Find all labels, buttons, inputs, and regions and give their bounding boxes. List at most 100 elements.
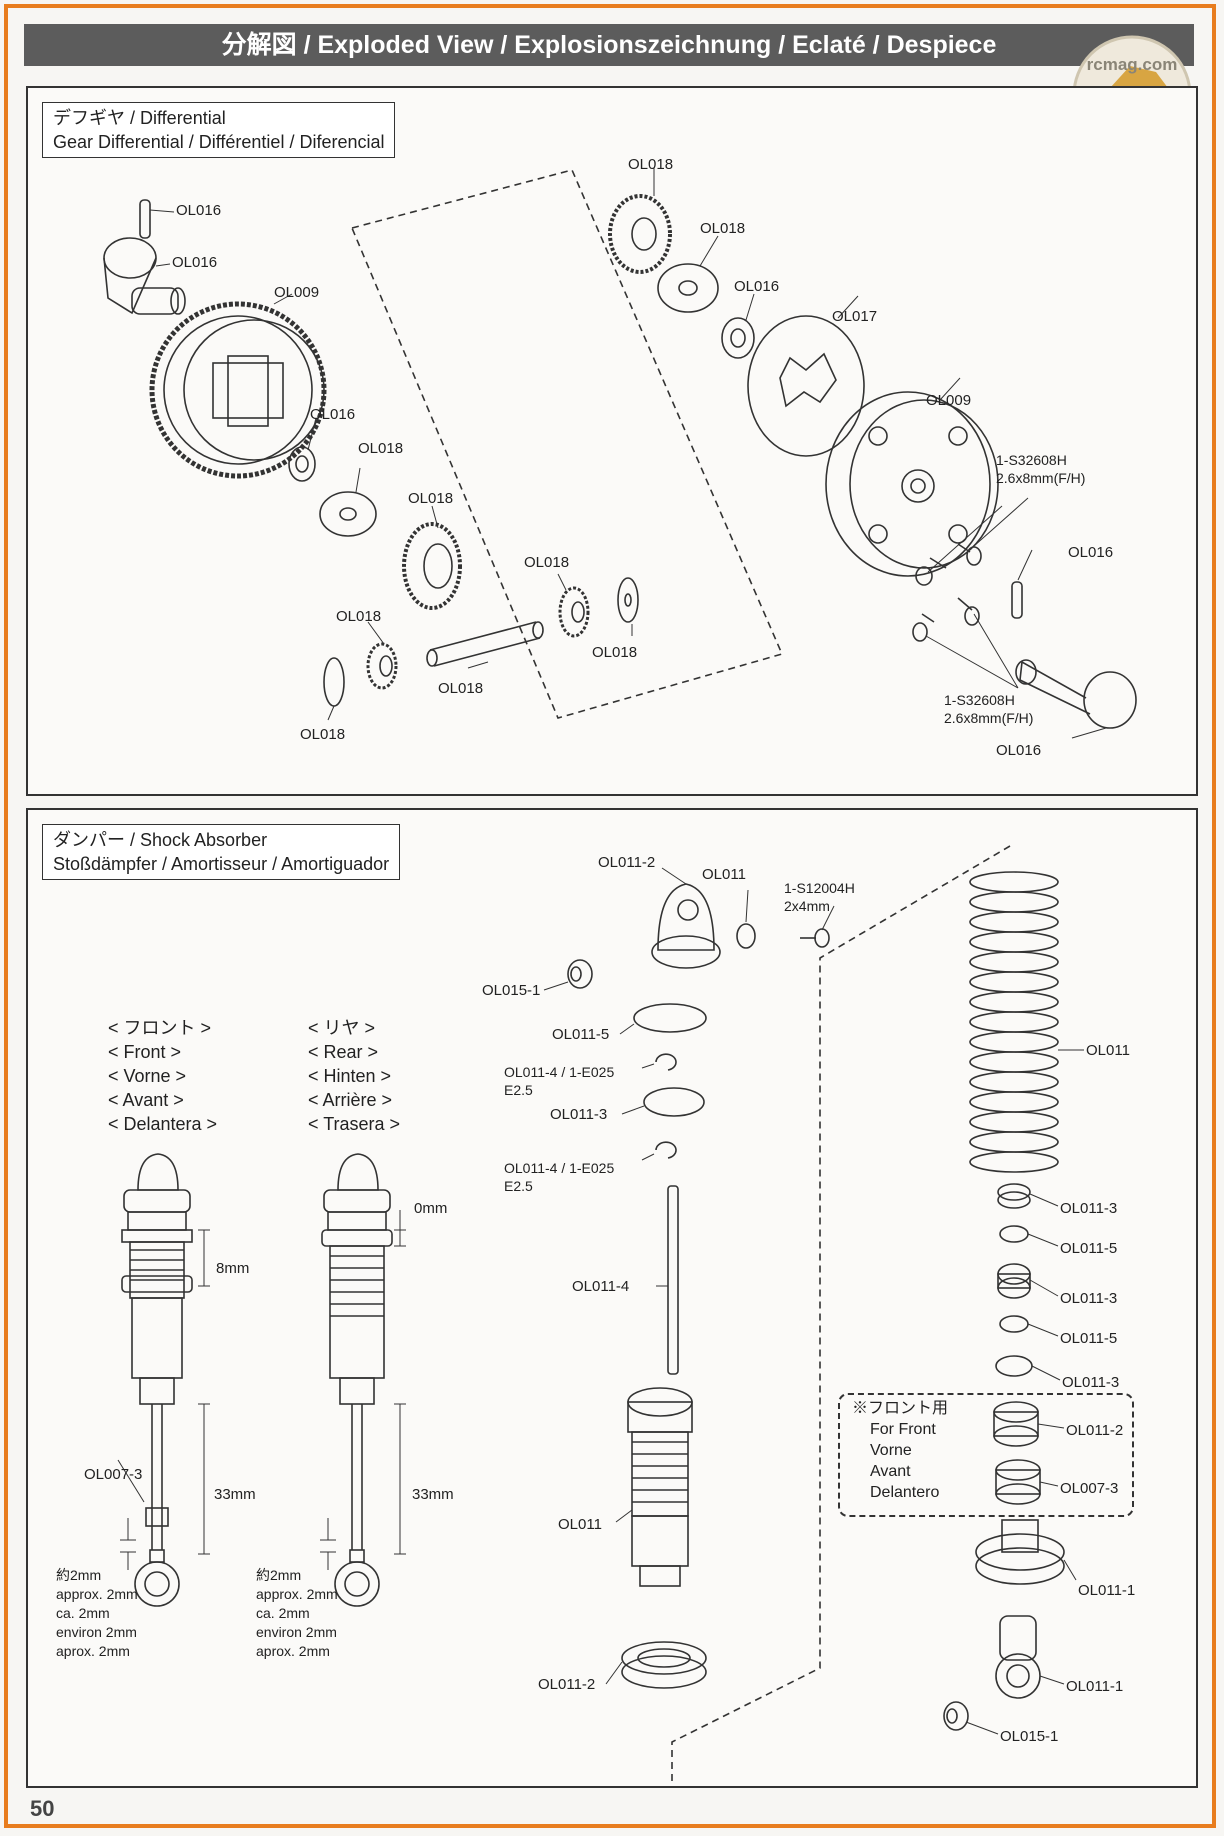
part-label: E2.5 bbox=[504, 1082, 533, 1098]
rear-position-labels: < リヤ > < Rear > < Hinten > < Arrière > <… bbox=[308, 1016, 400, 1136]
ball-bushing-icon bbox=[943, 1701, 969, 1731]
part-label: OL018 bbox=[358, 440, 404, 457]
part-label: 2.6x8mm(F/H) bbox=[944, 710, 1034, 726]
pin-icon bbox=[139, 199, 151, 239]
front-approx-labels: 約2mm approx. 2mm ca. 2mm environ 2mm apr… bbox=[56, 1567, 138, 1659]
front-only-note-text: ※フロント用 For Front Vorne Avant Delantero bbox=[852, 1398, 948, 1503]
part-label: OL011 bbox=[1086, 1042, 1130, 1059]
spacer-icon bbox=[995, 1355, 1033, 1377]
dimension-label: 33mm bbox=[412, 1486, 454, 1503]
part-label: OL018 bbox=[336, 608, 382, 625]
part-label: OL011-5 bbox=[552, 1026, 610, 1043]
part-label: OL011-4 / 1-E025 bbox=[504, 1160, 615, 1176]
note-line: For Front bbox=[870, 1421, 936, 1438]
spacer-icon bbox=[997, 1263, 1031, 1299]
washer-icon bbox=[617, 577, 639, 623]
dimension-label: 8mm bbox=[216, 1260, 250, 1277]
shock-diagram bbox=[117, 845, 1084, 1786]
shock-title-line2: Stoßdämpfer / Amortisseur / Amortiguador bbox=[53, 854, 390, 874]
part-label: OL011-2 bbox=[538, 1676, 596, 1693]
rear-label: < Hinten > bbox=[308, 1066, 392, 1086]
part-label: OL018 bbox=[592, 644, 638, 661]
front-label: < Front > bbox=[108, 1042, 182, 1062]
dimension-label: OL007-3 bbox=[84, 1466, 143, 1483]
washer-icon bbox=[288, 446, 316, 482]
part-label: 1-S32608H bbox=[944, 692, 1015, 708]
shock-cap-icon bbox=[651, 883, 721, 969]
part-label: OL011-5 bbox=[1060, 1240, 1118, 1257]
differential-title-box: デフギヤ / Differential Gear Differential / … bbox=[42, 102, 396, 158]
part-label: OL011 bbox=[702, 866, 746, 883]
spring-icon bbox=[969, 871, 1059, 1173]
e-clip-icon bbox=[655, 1053, 677, 1071]
spacer-icon bbox=[999, 1225, 1029, 1243]
part-label: OL011-3 bbox=[1062, 1374, 1120, 1391]
part-label: OL018 bbox=[700, 220, 746, 237]
front-label: < Delantera > bbox=[108, 1114, 218, 1134]
shock-shaft-icon bbox=[667, 1185, 679, 1375]
pinion-gear-icon bbox=[558, 586, 590, 638]
note-line: Vorne bbox=[870, 1442, 912, 1459]
part-label: OL015-1 bbox=[482, 982, 541, 999]
part-label: OL018 bbox=[408, 490, 454, 507]
part-label: OL016 bbox=[172, 254, 218, 271]
differential-title-line2: Gear Differential / Différentiel / Difer… bbox=[53, 132, 385, 152]
cross-shaft-icon bbox=[426, 621, 544, 667]
part-label: OL011-1 bbox=[1078, 1582, 1136, 1599]
rear-label: < Arrière > bbox=[308, 1090, 393, 1110]
rod-end-icon bbox=[995, 1615, 1041, 1699]
screw-icon bbox=[957, 543, 982, 566]
note-line: ※フロント用 bbox=[852, 1400, 949, 1417]
part-label: OL009 bbox=[926, 392, 972, 409]
rear-approx-labels: 約2mm approx. 2mm ca. 2mm environ 2mm apr… bbox=[256, 1567, 338, 1659]
ball-bushing-icon bbox=[567, 959, 593, 989]
part-label: OL011-2 bbox=[598, 854, 656, 871]
differential-diagram bbox=[103, 168, 1137, 739]
rear-label: < リヤ > bbox=[308, 1018, 376, 1038]
part-label: OL018 bbox=[524, 554, 570, 571]
diff-case-icon bbox=[825, 391, 999, 577]
adjuster-nut-icon bbox=[621, 1641, 707, 1689]
spacer-icon bbox=[999, 1315, 1029, 1333]
spring-seat-icon bbox=[975, 1519, 1065, 1585]
front-only-note-box bbox=[838, 1393, 1134, 1517]
part-label: OL011-3 bbox=[550, 1106, 608, 1123]
note-line: Delantero bbox=[870, 1484, 940, 1501]
part-label: OL018 bbox=[628, 156, 674, 173]
bevel-gear-icon bbox=[402, 522, 462, 610]
washer-icon bbox=[736, 923, 756, 949]
part-label: OL011-2 bbox=[1066, 1422, 1124, 1439]
shock-dashed-line bbox=[671, 845, 1011, 1786]
screw-icon bbox=[912, 613, 935, 642]
rear-label: < Rear > bbox=[308, 1042, 379, 1062]
differential-panel: デフギヤ / Differential Gear Differential / … bbox=[26, 86, 1198, 796]
dimension-label: 33mm bbox=[214, 1486, 256, 1503]
shock-panel: ダンパー / Shock Absorber Stoßdämpfer / Amor… bbox=[26, 808, 1198, 1788]
washer-icon bbox=[657, 263, 719, 313]
front-position-labels: < フロント > < Front > < Vorne > < Avant > <… bbox=[108, 1016, 217, 1136]
part-label: OL011-1 bbox=[1066, 1678, 1124, 1695]
part-label: OL011-4 / 1-E025 bbox=[504, 1064, 615, 1080]
part-label: OL018 bbox=[300, 726, 346, 743]
part-label: OL016 bbox=[734, 278, 780, 295]
part-label: OL017 bbox=[832, 308, 878, 325]
svg-text:rcmag.com: rcmag.com bbox=[1087, 55, 1178, 74]
dimension-label: 0mm bbox=[414, 1200, 448, 1217]
rear-label: < Trasera > bbox=[308, 1114, 401, 1134]
screw-icon bbox=[800, 928, 830, 948]
side-gear-icon bbox=[608, 194, 672, 274]
front-shock-icon bbox=[121, 1153, 193, 1607]
washer-icon bbox=[721, 317, 755, 359]
part-label: 2x4mm bbox=[784, 898, 830, 914]
washer-icon bbox=[323, 657, 345, 707]
shock-title-box: ダンパー / Shock Absorber Stoßdämpfer / Amor… bbox=[42, 824, 401, 880]
part-label: OL011-3 bbox=[1060, 1290, 1118, 1307]
part-label: E2.5 bbox=[504, 1178, 533, 1194]
screw-icon bbox=[957, 597, 980, 626]
part-label: OL011 bbox=[558, 1516, 602, 1533]
front-label: < フロント > bbox=[108, 1018, 212, 1038]
screw-icon bbox=[915, 557, 947, 586]
part-label: OL015-1 bbox=[1000, 1728, 1059, 1745]
part-label: OL009 bbox=[274, 284, 320, 301]
front-label: < Vorne > bbox=[108, 1066, 187, 1086]
